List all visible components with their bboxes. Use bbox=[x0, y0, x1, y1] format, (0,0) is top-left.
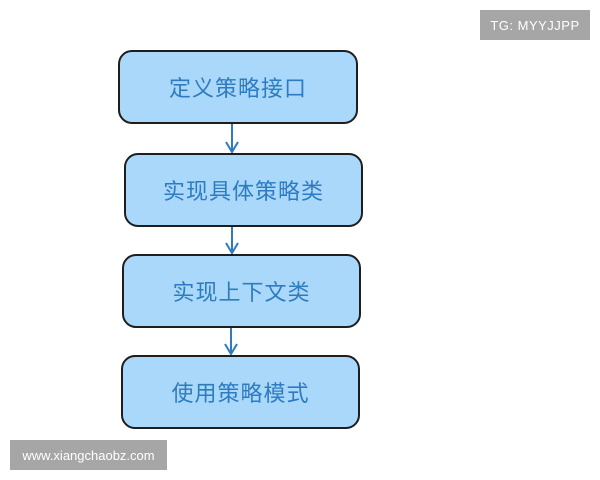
node-label: 实现具体策略类 bbox=[162, 180, 324, 205]
flow-node-use-strategy: 使用策略模式 bbox=[121, 355, 360, 429]
flow-node-concrete-strategies: 实现具体策略类 bbox=[124, 153, 363, 227]
watermark-bottom-left: www.xiangchaobz.com bbox=[10, 440, 167, 470]
flow-node-context-class: 实现上下文类 bbox=[122, 254, 361, 328]
flow-node-define-interface: 定义策略接口 bbox=[118, 50, 358, 124]
arrow-down-icon bbox=[225, 124, 239, 154]
node-label: 定义策略接口 bbox=[168, 77, 307, 102]
watermark-top-right: TG: MYYJJPP bbox=[480, 10, 590, 40]
node-label: 实现上下文类 bbox=[172, 281, 311, 306]
arrow-down-icon bbox=[224, 328, 238, 356]
node-label: 使用策略模式 bbox=[171, 382, 310, 407]
arrow-down-icon bbox=[225, 227, 239, 255]
